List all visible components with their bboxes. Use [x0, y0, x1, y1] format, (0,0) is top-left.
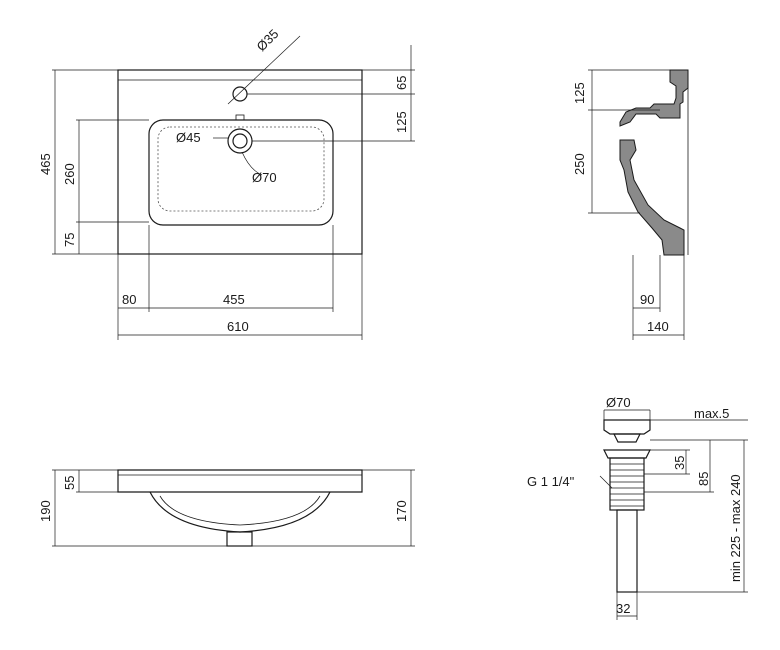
drain-pipe: [616, 509, 638, 593]
dim-drain-range: min 225 - max 240: [728, 474, 743, 582]
drain-cap: [603, 419, 651, 435]
front-view: 55 190 170: [38, 469, 415, 547]
top-view: Ø35 65 125 465 260 75 Ø45 Ø70 80 455 610: [38, 26, 415, 340]
dim-drain-85: 85: [696, 472, 711, 486]
dim-drain-35: 35: [672, 456, 687, 470]
basin-outline: [117, 69, 363, 255]
dim-side-125: 125: [572, 82, 587, 104]
section-profile: [619, 69, 689, 127]
dim-75: 75: [62, 233, 77, 247]
dim-610: 610: [227, 319, 249, 334]
dim-drain-45: Ø45: [176, 130, 201, 145]
drain-hole-inner: [232, 133, 248, 149]
dim-drain-max5: max.5: [694, 406, 729, 421]
drain-hole-outer: [227, 128, 253, 154]
dim-65: 65: [394, 76, 409, 90]
dim-drain-32: 32: [616, 601, 630, 616]
drain-assembly: Ø70 max.5 35 85 min 225 - max 240 G 1 1/…: [527, 395, 748, 620]
tap-hole: [232, 86, 248, 102]
side-section: 125 250 90 140: [572, 69, 689, 340]
dim-125: 125: [394, 111, 409, 133]
front-drain-stub: [226, 531, 253, 547]
dim-drain-diameter: Ø70: [606, 395, 631, 410]
dim-front-170: 170: [394, 500, 409, 522]
dim-465: 465: [38, 153, 53, 175]
dim-front-190: 190: [38, 500, 53, 522]
drain-thread-label: G 1 1/4": [527, 474, 575, 489]
dim-side-90: 90: [640, 292, 654, 307]
dim-80: 80: [122, 292, 136, 307]
front-top-slab: [117, 469, 363, 493]
dim-side-250: 250: [572, 153, 587, 175]
dim-side-140: 140: [647, 319, 669, 334]
dim-455: 455: [223, 292, 245, 307]
dim-front-55: 55: [62, 476, 77, 490]
drain-thread: [609, 457, 645, 511]
dim-260: 260: [62, 163, 77, 185]
dim-drain-70: Ø70: [252, 170, 277, 185]
dim-tap-hole: Ø35: [254, 26, 282, 54]
